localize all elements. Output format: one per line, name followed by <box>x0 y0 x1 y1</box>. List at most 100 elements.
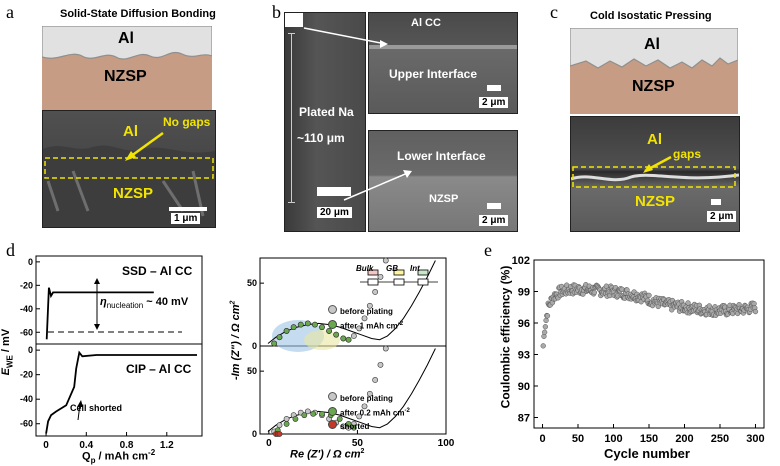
panel-b-thickness: ~110 μm <box>297 131 345 145</box>
panel-b-plated-na: Plated Na <box>299 105 354 119</box>
imp-bottom-data-point <box>292 416 299 422</box>
imp-top-data-point <box>345 336 352 343</box>
e-data-point <box>685 300 691 306</box>
panel-e-xlabel: Cycle number <box>604 446 690 461</box>
panel-a-scale-label: 1 μm <box>171 213 201 224</box>
e-ytick-label: 99 <box>518 287 530 299</box>
panel-b-al-cc: Al CC <box>411 17 441 29</box>
e-data-point <box>706 303 712 309</box>
panel-d-ylabel: EWE / mV <box>0 328 15 376</box>
imp-bottom-data-point <box>304 408 311 415</box>
e-data-point <box>751 300 757 307</box>
e-ytick-label: 96 <box>518 318 530 330</box>
imp-top-data-point <box>356 325 363 332</box>
d-top-ytick-label: 0 <box>28 257 33 267</box>
e-xtick-label: 100 <box>604 433 622 445</box>
imp-top-data-point <box>290 324 297 331</box>
panel-d-nucleation-label: ηnucleation ~ 40 mV <box>100 296 189 311</box>
imp-bottom-data-point <box>345 421 352 427</box>
panel-a-schematic-al: Al <box>118 30 134 47</box>
imp-bottom-data-point <box>276 422 283 429</box>
e-xtick-label: 300 <box>746 433 764 445</box>
panel-b-lower-scale-label: 2 μm <box>479 215 509 226</box>
imp-bottom-data-point <box>382 345 389 352</box>
d-bottom-ytick-label: 0 <box>28 345 33 355</box>
panel-b-arrows <box>303 27 412 201</box>
panel-a-sem-nzsp: NZSP <box>113 185 154 202</box>
imp-bottom-data-point <box>350 424 357 431</box>
e-data-point <box>543 317 549 324</box>
e-xtick-label: 150 <box>640 433 658 445</box>
panel-d-xlabel: Qp / mAh cm-2 <box>82 448 156 465</box>
imp-bottom-data-point <box>377 361 384 368</box>
e-ytick-label: 90 <box>518 381 530 393</box>
imp-bottom-data-point <box>276 431 283 437</box>
panel-a-sem-image: Al No gaps NZSP 1 μm <box>42 110 216 228</box>
imp-bottom-data-point <box>283 416 290 422</box>
imp-xlabel: Re (Z') / Ω cm2 <box>290 448 365 461</box>
e-data-point <box>646 292 652 299</box>
imp-top-legend: before plating after 1 mAh cm-2 <box>328 305 403 333</box>
panel-a-scale-bar <box>169 207 207 211</box>
panel-b-left-scale-label: 20 μm <box>317 207 352 218</box>
e-xtick-label: 250 <box>711 433 729 445</box>
d-bottom-ytick-label: -60 <box>20 419 33 429</box>
panel-b-upper-interface: Upper Interface <box>389 67 478 81</box>
imp-top-data-point <box>340 335 347 342</box>
imp-bottom-data-point <box>310 410 317 417</box>
e-ytick-label: 102 <box>512 255 530 267</box>
d-top-ytick-label: -40 <box>20 304 33 314</box>
panel-c-sem-nzsp: NZSP <box>635 193 676 210</box>
panel-label-b: b <box>272 2 281 22</box>
imp-top-ytick-label: 0 <box>252 341 257 351</box>
imp-bottom-ytick-label: 50 <box>247 366 257 376</box>
imp-bottom-legend-item-1: before plating <box>328 392 410 405</box>
imp-top-data-point <box>382 257 389 264</box>
d-top-ytick-label: -20 <box>20 280 33 290</box>
panel-b-lower-scale-bar <box>487 203 501 209</box>
circuit-label-gb: GB <box>386 264 398 273</box>
imp-top-data-point <box>333 331 340 338</box>
panel-c-scale-label: 2 μm <box>707 211 737 222</box>
imp-top-data-point <box>271 340 278 347</box>
panel-label-c: c <box>550 2 558 22</box>
panel-a-sem-al: Al <box>123 123 138 140</box>
imp-bottom-data-point <box>301 412 308 419</box>
panel-b-left-scale-bar <box>317 187 351 196</box>
e-xtick-label: 0 <box>539 433 545 445</box>
e-ytick-label: 87 <box>518 413 530 425</box>
panel-c-schematic <box>570 28 738 114</box>
d-xtick-label: 1.2 <box>160 440 174 451</box>
e-data-point <box>542 324 549 330</box>
panel-b-upper-scale-label: 2 μm <box>479 97 509 108</box>
imp-xtick-label: 100 <box>438 438 455 449</box>
e-data-point <box>541 329 548 335</box>
e-data-point <box>619 286 625 292</box>
imp-top-data-point <box>372 289 379 295</box>
e-ytick-label: 93 <box>518 350 530 362</box>
imp-top-data-point <box>312 321 318 328</box>
imp-bottom-legend-item-2: after 0.2 mAh cm-2 <box>328 405 410 420</box>
imp-top-data-point <box>326 328 332 334</box>
imp-bottom-data-point <box>283 421 290 427</box>
imp-top-data-point <box>350 333 357 339</box>
imp-top-data-point <box>366 302 373 309</box>
panel-b-lower-sem: Lower Interface NZSP 2 μm <box>368 130 518 232</box>
imp-bottom-ytick-label: 0 <box>252 429 257 439</box>
panel-c-sem-image: Al gaps NZSP 2 μm <box>570 116 740 232</box>
panel-c-schematic-al: Al <box>644 36 660 53</box>
panel-a-title: Solid-State Diffusion Bonding <box>60 8 216 20</box>
imp-top-data-point <box>276 334 283 341</box>
panel-d-cell-shorted: Cell shorted <box>70 403 123 413</box>
imp-bottom-data-point <box>336 416 343 422</box>
imp-top-data-point <box>304 320 311 327</box>
imp-top-fit-line <box>267 260 436 344</box>
imp-top-data-point <box>361 315 368 322</box>
e-xtick-label: 50 <box>572 433 584 445</box>
panel-b-left-sem: Plated Na ~110 μm 20 μm <box>284 12 366 232</box>
circuit-label-int: Int <box>410 264 420 273</box>
imp-bottom-data-point <box>372 377 379 383</box>
imp-xtick-label: 50 <box>352 438 364 449</box>
